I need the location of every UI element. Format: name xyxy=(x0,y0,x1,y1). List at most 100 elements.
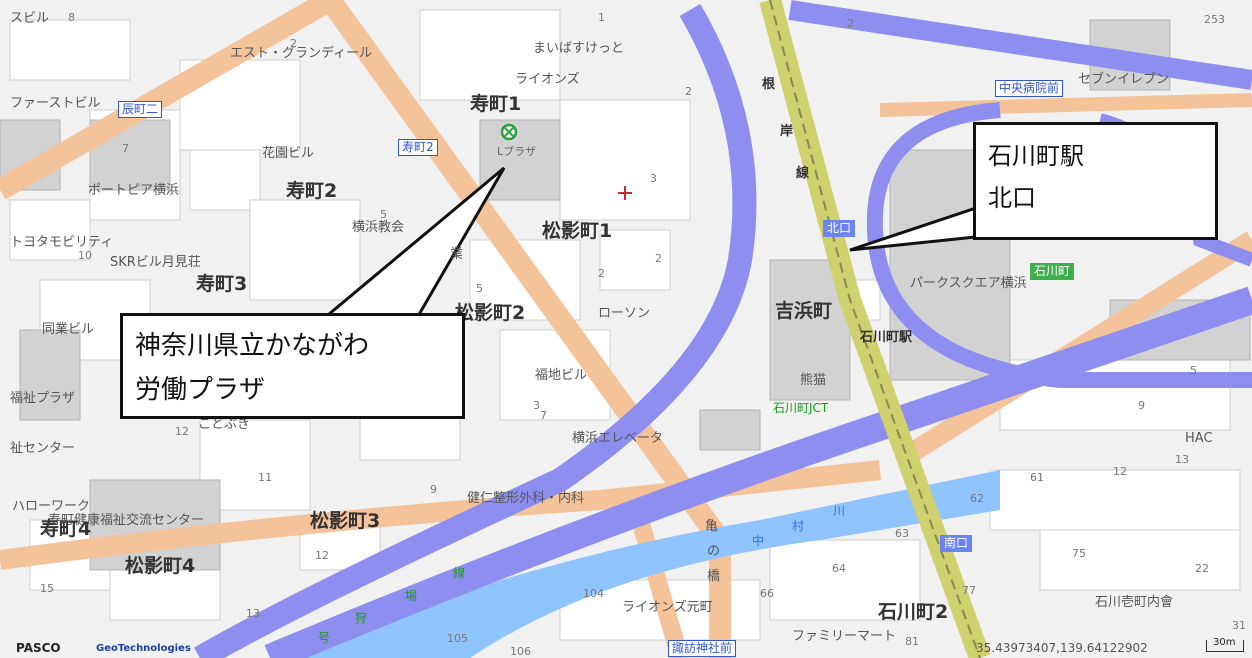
house-number: 3 xyxy=(533,399,540,412)
district-matsukagecho-1: 松影町1 xyxy=(542,220,613,242)
house-number: 5 xyxy=(476,282,483,295)
poi-fukushi-plaza: 福祉プラザ xyxy=(10,391,76,406)
house-number: 106 xyxy=(510,645,531,658)
poi-seven-eleven: セブンイレブン xyxy=(1078,72,1170,87)
poi-panda: 熊猫 xyxy=(800,373,827,388)
callout-left-line-2: 労働プラザ xyxy=(135,375,266,405)
station-exit-minamiguchi[interactable]: 南口 xyxy=(940,535,973,553)
poi-l-plaza: Lプラザ xyxy=(497,145,537,158)
house-number: 13 xyxy=(1175,453,1189,466)
house-number: 75 xyxy=(1072,547,1086,560)
house-number: 15 xyxy=(40,582,54,595)
intersection-suwa-jinja[interactable]: 諏訪神社前 xyxy=(668,640,737,658)
house-number: 66 xyxy=(760,587,774,600)
house-number: 1 xyxy=(598,11,605,24)
poi-family-mart: ファミリーマート xyxy=(792,629,897,644)
house-number: 9 xyxy=(430,483,437,496)
house-number: 13 xyxy=(246,607,260,620)
district-yoshihamacho: 吉浜町 xyxy=(775,300,833,322)
l-plaza-marker-icon[interactable] xyxy=(500,123,518,141)
house-number: 77 xyxy=(962,584,976,597)
poi-portpia: ポートピア横浜 xyxy=(88,183,180,198)
house-number: 9 xyxy=(1138,399,1145,412)
house-number: 2 xyxy=(290,37,297,50)
poi-ishikawacho-station: 石川町駅 xyxy=(860,330,913,345)
house-number: 62 xyxy=(970,492,984,505)
nakamura-river-char-2: 村 xyxy=(792,519,805,533)
district-kotobukicho-2: 寿町2 xyxy=(286,180,338,202)
scale-label: 30m xyxy=(1213,637,1236,648)
poi-kotobuki-kouryu: 寿町健康福祉交流センター xyxy=(48,513,205,528)
intersection-chuo-byoin[interactable]: 中央病院前 xyxy=(995,80,1064,98)
poi-lawson: ローソン xyxy=(598,306,651,321)
kariba-line-char-1: 号 xyxy=(318,631,331,645)
poi-yokohama-church: 横浜教会 xyxy=(352,220,405,235)
house-number: 7 xyxy=(540,409,547,422)
station-exit-kitaguchi[interactable]: 北口 xyxy=(823,220,856,238)
district-kotobukicho-3: 寿町3 xyxy=(196,273,248,295)
negishi-line-char-3: 線 xyxy=(796,166,810,181)
house-number: 12 xyxy=(175,425,189,438)
house-number: 8 xyxy=(68,11,75,24)
kame-bashi-char-2: の xyxy=(707,544,721,559)
callout-left-line-1: 神奈川県立かながわ xyxy=(135,331,370,361)
scale-bar: 30m xyxy=(1206,637,1244,652)
negishi-line-char-2: 岸 xyxy=(780,124,794,139)
callout-ishikawacho-north-exit: 石川町駅 北口 xyxy=(973,122,1218,240)
poi-sukebi: スビル xyxy=(10,11,50,26)
poi-hello-work: ハローワーク xyxy=(12,499,91,514)
poi-dogyo-bldg: 同業ビル xyxy=(42,322,95,337)
poi-gyo: 業 xyxy=(450,247,464,262)
district-kotobukicho-4: 寿町4 xyxy=(40,518,92,540)
poi-fukuchi-bldg: 福地ビル xyxy=(535,368,588,383)
house-number: 2 xyxy=(685,85,692,98)
poi-ishikawacho-jct: 石川町JCT xyxy=(773,401,829,415)
kariba-line-char-3: 場 xyxy=(405,589,418,603)
house-number: 81 xyxy=(905,635,919,648)
poi-park-square: パークスクエア横浜 xyxy=(910,276,1027,291)
map-center-cross-icon xyxy=(618,186,632,200)
poi-kaen-bldg: 花園ビル xyxy=(262,146,315,161)
geotechnologies-logo: GeoTechnologies xyxy=(96,643,191,654)
poi-ishikawa-uchi: 石川壱町内會 xyxy=(1095,595,1174,610)
district-matsukagecho-2: 松影町2 xyxy=(455,302,526,324)
house-number: 63 xyxy=(895,527,909,540)
kame-bashi-char-1: 亀 xyxy=(705,519,719,534)
house-number: 7 xyxy=(122,142,129,155)
house-number: 253 xyxy=(1204,13,1225,26)
house-number: 2 xyxy=(598,267,605,280)
house-number: 2 xyxy=(655,252,662,265)
intersection-tatsumicho2[interactable]: 辰町二 xyxy=(118,101,163,119)
poi-hac: HAC xyxy=(1185,431,1213,446)
poi-toyota-mobility: トヨタモビリティ xyxy=(10,235,114,250)
pasco-logo: PASCO xyxy=(16,641,61,655)
kariba-line-char-4: 線 xyxy=(453,566,466,580)
poi-east-grandeal: エスト・グランディール xyxy=(230,46,373,61)
poi-fukushi-center: 祉センター xyxy=(10,441,76,456)
nakamura-river-char-1: 中 xyxy=(752,534,765,548)
poi-lions: ライオンズ xyxy=(515,72,580,87)
poi-yokohama-elevator: 横浜エレベータ xyxy=(572,431,664,446)
intersection-kotobukicho2[interactable]: 寿町2 xyxy=(398,139,438,157)
house-number: 11 xyxy=(258,471,272,484)
house-number: 2 xyxy=(847,17,854,30)
district-matsukagecho-4: 松影町4 xyxy=(125,555,196,577)
coordinate-readout: 35.43973407,139.64122902 xyxy=(976,641,1148,655)
kame-bashi-char-3: 橋 xyxy=(707,569,721,584)
negishi-line-char-1: 根 xyxy=(762,77,776,92)
house-number: 22 xyxy=(1195,562,1209,575)
house-number: 31 xyxy=(1232,619,1246,632)
poi-kotobuki: ことぶき xyxy=(198,417,251,432)
district-ishikawacho-2: 石川町2 xyxy=(878,601,949,623)
house-number: 64 xyxy=(832,562,846,575)
callout-right-line-2: 北口 xyxy=(988,184,1036,212)
house-number: 3 xyxy=(650,172,657,185)
house-number: 10 xyxy=(78,249,92,262)
house-number: 61 xyxy=(1030,471,1044,484)
district-kotobukicho-1: 寿町1 xyxy=(470,93,522,115)
station-tag-ishikawacho[interactable]: 石川町 xyxy=(1030,263,1075,281)
poi-lions-motomachi: ライオンズ元町 xyxy=(622,600,713,615)
poi-first-bldg: ファーストビル xyxy=(10,96,101,111)
